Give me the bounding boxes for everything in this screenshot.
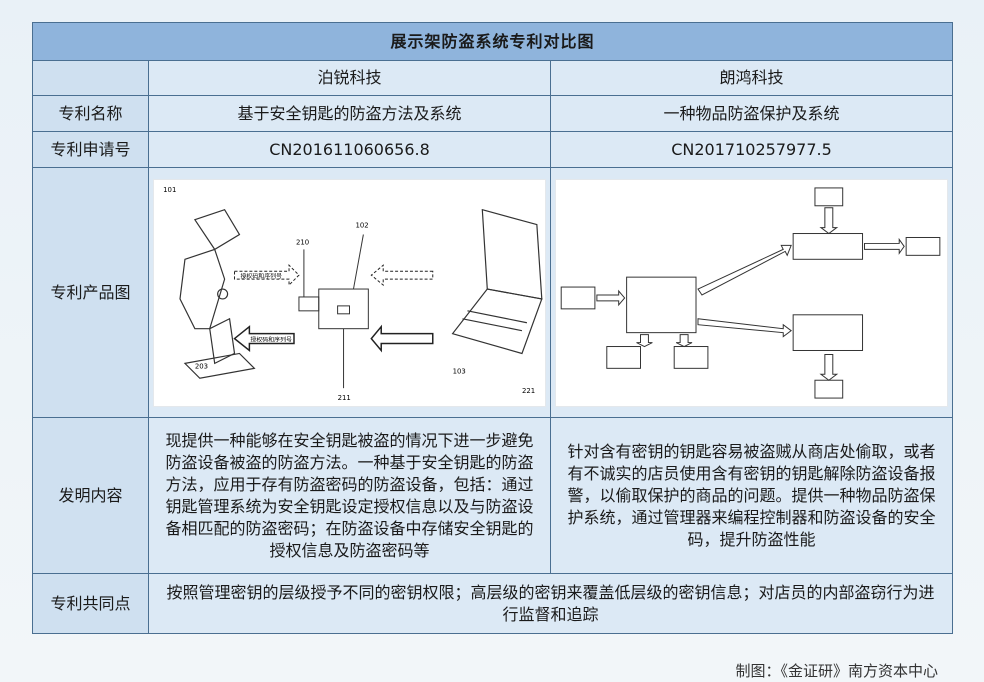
arrow-right-bottom (370, 324, 434, 353)
figure-left-cell: 101 203 授权码和序列号 授权码和序列号 (148, 167, 551, 418)
ref-num-221: 221 (522, 387, 535, 395)
diagram-block (814, 186, 844, 206)
center-box (318, 288, 369, 329)
arrow-label-bottom: 授权码和序列号 (250, 335, 292, 343)
display-stand-drawing (179, 208, 256, 379)
blank-corner (32, 60, 149, 96)
ref-num-203: 203 (195, 362, 208, 370)
patent-name-left: 基于安全钥匙的防盗方法及系统 (148, 95, 551, 132)
company-left: 泊锐科技 (148, 60, 551, 96)
diagram-arrows (596, 206, 905, 381)
diagram-block (560, 286, 596, 309)
content-right: 针对含有密钥的钥匙容易被盗贼从商店处偷取，或者有不诚实的店员使用含有密钥的钥匙解… (549, 417, 954, 574)
ref-num-211: 211 (338, 394, 351, 402)
row-label-name: 专利名称 (32, 95, 149, 132)
arrow-left-bottom (233, 324, 295, 352)
title-row: 展示架防盗系统专利对比图 (31, 22, 954, 61)
table-row: 专利产品图 101 203 (32, 167, 954, 418)
table-row: 发明内容 现提供一种能够在安全钥匙被盗的情况下进一步避免防盗设备被盗的防盗方法。… (32, 417, 954, 574)
common-points: 按照管理密钥的层级授予不同的密钥权限；高层级的密钥来覆盖低层级的密钥信息；对店员… (147, 573, 954, 634)
block-diagram (560, 186, 941, 399)
patent-number-right: CN201710257977.5 (549, 131, 954, 168)
patent-number-left: CN201611060656.8 (148, 131, 551, 168)
arrow-label-top: 授权码和序列号 (240, 272, 282, 280)
ref-num-101: 101 (163, 185, 176, 193)
row-label-image: 专利产品图 (32, 167, 149, 418)
diagram-block (673, 345, 709, 369)
diagram-block (905, 236, 941, 256)
table-row: 专利申请号 CN201611060656.8 CN201710257977.5 (32, 131, 954, 168)
company-right: 朗鸿科技 (549, 60, 954, 96)
diagram-block (792, 232, 864, 260)
arrow-left-top (234, 263, 300, 286)
row-label-content: 发明内容 (32, 417, 149, 574)
table-row: 专利共同点 按照管理密钥的层级授予不同的密钥权限；高层级的密钥来覆盖低层级的密钥… (32, 573, 954, 634)
table-title: 展示架防盗系统专利对比图 (31, 22, 954, 61)
figure-right-cell (549, 167, 954, 418)
patent-figure-right (555, 178, 949, 407)
laptop-drawing (451, 208, 543, 354)
ref-num-103: 103 (453, 367, 466, 375)
diagram-block (814, 379, 844, 399)
arrow-right-top (370, 263, 434, 286)
table-row: 专利名称 基于安全钥匙的防盗方法及系统 一种物品防盗保护及系统 (32, 95, 954, 132)
row-label-common: 专利共同点 (32, 573, 149, 634)
ref-num-102: 102 (355, 221, 368, 229)
patent-comparison-table: 展示架防盗系统专利对比图 泊锐科技 朗鸿科技 专利名称 基于安全钥匙的防盗方法及… (31, 22, 954, 634)
ref-num-210: 210 (296, 238, 309, 246)
content-left: 现提供一种能够在安全钥匙被盗的情况下进一步避免防盗设备被盗的防盗方法。一种基于安… (148, 417, 551, 574)
patent-name-right: 一种物品防盗保护及系统 (549, 95, 954, 132)
row-label-number: 专利申请号 (32, 131, 149, 168)
company-row: 泊锐科技 朗鸿科技 (32, 60, 954, 96)
diagram-block (626, 276, 697, 333)
patent-figure-left: 101 203 授权码和序列号 授权码和序列号 (153, 178, 546, 407)
footer-credit: 制图：《金证研》南方资本中心 (735, 662, 938, 680)
diagram-block (792, 313, 864, 351)
diagram-block (606, 345, 641, 369)
